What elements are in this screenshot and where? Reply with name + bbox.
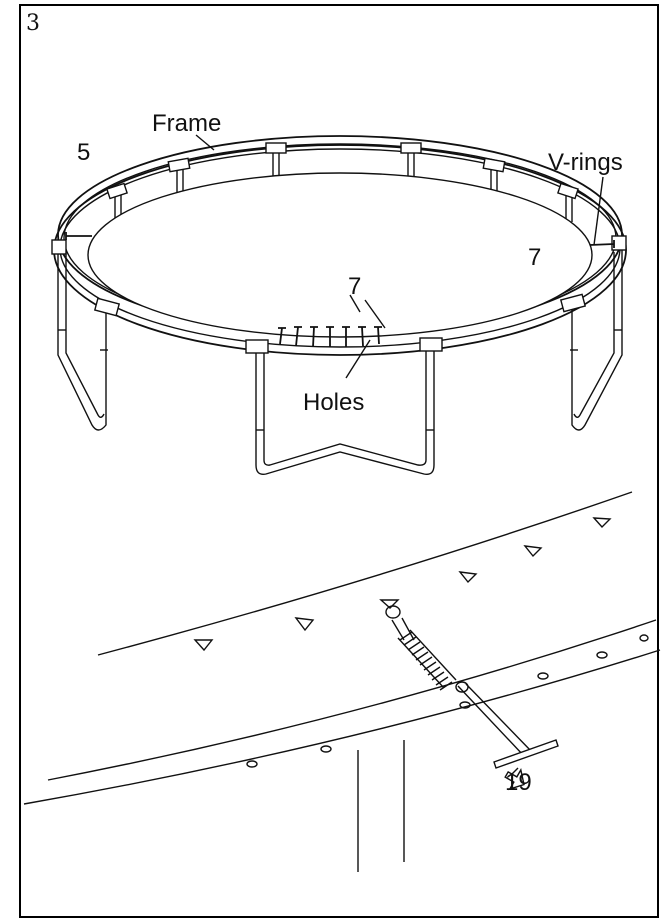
trampoline-overview	[51, 134, 627, 475]
trampoline-mat	[87, 172, 593, 338]
trampoline-legs	[57, 152, 623, 475]
spring-left	[65, 232, 92, 240]
spring-tool	[457, 683, 559, 791]
label-frame: Frame	[152, 110, 221, 137]
frame-holes	[246, 634, 649, 768]
label-mat-part: 5	[77, 139, 90, 166]
step-number: 3	[26, 11, 40, 36]
frame-rail-inner	[23, 649, 661, 805]
label-tool-part: 19	[505, 769, 532, 796]
frame-joints	[51, 142, 627, 354]
spring-hooked	[385, 605, 469, 693]
step-panel-border	[19, 4, 659, 918]
frame-rail-outer	[47, 619, 657, 781]
label-v-rings: V-rings	[548, 149, 623, 176]
mat-edge	[97, 491, 633, 656]
label-holes: Holes	[303, 389, 364, 416]
label-spring-front: 7	[348, 273, 361, 300]
springs-front	[278, 326, 382, 348]
label-spring-right: 7	[528, 244, 541, 271]
spring-detail	[23, 491, 661, 872]
v-rings-detail	[193, 517, 612, 652]
